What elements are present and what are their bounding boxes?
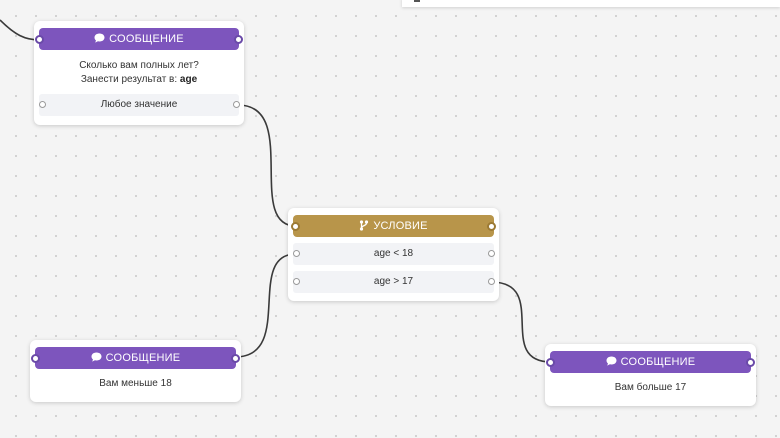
output-handle[interactable] [487,222,496,231]
message-node-question[interactable]: СООБЩЕНИЕ Сколько вам полных лет? Занест… [34,21,244,125]
input-handle[interactable] [546,358,555,367]
header-label: УСЛОВИЕ [373,220,428,232]
branch-label: age > 17 [373,276,414,287]
option-label: Любое значение [100,99,178,110]
save-result-line: Занести результат в: age [34,73,244,87]
input-handle[interactable] [291,222,300,231]
option-input-handle[interactable] [39,101,46,108]
branch-less-input-handle[interactable] [293,250,300,257]
wire-condition-to-more [490,281,552,363]
condition-node[interactable]: УСЛОВИЕ age < 18 age > 17 [288,208,499,301]
output-handle[interactable] [746,358,755,367]
output-handle[interactable] [231,354,240,363]
chat-bubble-icon [606,356,617,366]
branch-less-output-handle[interactable] [488,250,495,257]
condition-branch-more[interactable]: age > 17 [293,271,494,293]
option-any-value[interactable]: Любое значение [39,94,239,116]
output-handle[interactable] [234,35,243,44]
message-text: Вам меньше 18 [99,378,172,389]
header-label: СООБЩЕНИЕ [109,33,184,45]
condition-branch-less[interactable]: age < 18 [293,243,494,265]
wire-condition-to-less [234,253,297,358]
message-node-less[interactable]: СООБЩЕНИЕ Вам меньше 18 [30,340,241,402]
header-label: СООБЩЕНИЕ [105,352,181,364]
top-panel-fragment [402,0,780,7]
branch-label: age < 18 [373,248,414,259]
condition-node-header[interactable]: УСЛОВИЕ [293,215,494,237]
wire-question-to-condition [237,104,297,227]
message-node-header[interactable]: СООБЩЕНИЕ [35,347,236,369]
message-node-header[interactable]: СООБЩЕНИЕ [550,351,751,373]
chat-bubble-icon [91,352,102,362]
header-label: СООБЩЕНИЕ [620,356,696,368]
chat-bubble-icon [94,33,105,43]
message-text: Сколько вам полных лет? Занести результа… [34,59,244,87]
save-result-label: Занести результат в: [80,74,178,85]
message-node-header[interactable]: СООБЩЕНИЕ [39,28,239,50]
branch-icon [359,219,369,231]
option-output-handle[interactable] [233,101,240,108]
message-node-more[interactable]: СООБЩЕНИЕ Вам больше 17 [545,344,756,406]
message-text: Вам больше 17 [614,382,687,393]
panel-fragment-mark [414,0,420,6]
input-handle[interactable] [31,354,40,363]
question-text: Сколько вам полных лет? [79,60,199,71]
branch-more-input-handle[interactable] [293,278,300,285]
variable-name: age [179,74,198,85]
input-handle[interactable] [35,35,44,44]
branch-more-output-handle[interactable] [488,278,495,285]
